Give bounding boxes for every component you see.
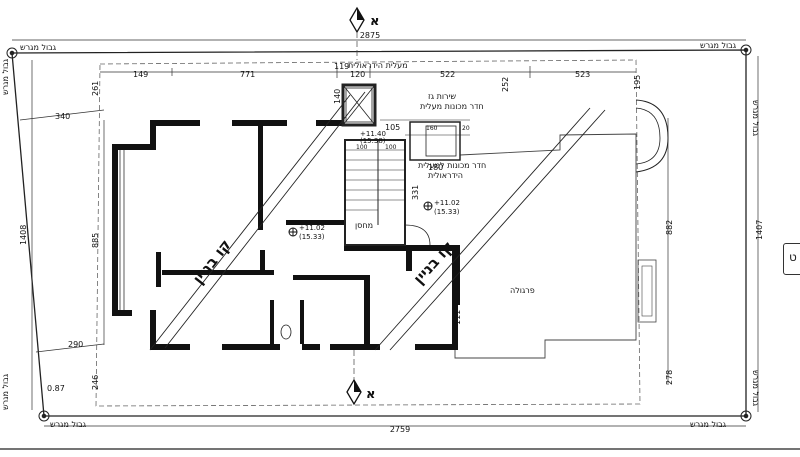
water-meter-room-label: חדר מכונות מעלית: [420, 102, 484, 111]
side-tab-label: ט: [789, 250, 797, 264]
dim-160: 160: [426, 125, 438, 132]
balcony-arc: [635, 99, 669, 173]
level-1-value: +11.02: [299, 224, 325, 232]
gas-meter-label: שירות גז: [428, 92, 456, 101]
dim-top-total: 2875: [360, 31, 380, 40]
boundary-label-bottom-right: גבול מגרש: [690, 420, 727, 429]
level-2-value: +11.02: [434, 199, 460, 207]
dim-522: 522: [440, 70, 455, 79]
boundary-label-left-lower: גבול מגרש: [1, 373, 10, 410]
level-marker-2: [423, 201, 433, 211]
window-lines: [119, 150, 125, 310]
lift-machine-room-2-label: הידראולית: [428, 171, 463, 180]
level-3-abs: (15.38): [360, 137, 386, 145]
side-tab: ט: [783, 243, 800, 275]
dim-278: 278: [665, 370, 674, 385]
building-walls: [112, 120, 460, 350]
terrace-outline: [454, 133, 637, 359]
machine-room-lift-label: חדר מכונות למעלית: [418, 161, 486, 170]
section-letter-bottom: א: [366, 387, 375, 402]
boundary-label-left: גבול מגרש: [1, 58, 10, 95]
dim-105: 105: [385, 123, 400, 132]
dim-246: 246: [91, 375, 100, 390]
boundary-label-top-left: גבול מגרש: [20, 43, 57, 52]
dim-771: 771: [240, 70, 255, 79]
dim-290: 290: [68, 340, 83, 349]
dim-1408: 1408: [19, 225, 28, 245]
dim-1407: 1407: [755, 220, 764, 240]
boundary-label-right: גבול מגרש: [751, 100, 760, 137]
dim-100a: 100: [356, 144, 368, 151]
boundary-label-right-lower: גבול מגרש: [751, 370, 760, 407]
dim-340: 340: [55, 112, 70, 121]
boundary-label-top-right: גבול מגרש: [700, 41, 737, 50]
dim-140: 140: [333, 89, 342, 104]
dim-331: 331: [411, 185, 420, 200]
no-build-line-label-1: קו בניין: [189, 236, 235, 288]
building-line: [95, 59, 641, 407]
storage-label: מחסן: [355, 221, 373, 230]
dim-120: 120: [350, 70, 365, 79]
boundary-label-bottom-left: גבול מגרש: [50, 420, 87, 429]
toilet-symbol: [280, 324, 292, 340]
stair-core: [341, 83, 470, 246]
dimension-lines: [12, 39, 759, 427]
dim-149: 149: [133, 70, 148, 79]
dim-100b: 100: [385, 144, 397, 151]
dim-180: 180: [428, 163, 443, 172]
section-letter-top: א: [370, 14, 379, 29]
boundary-corner-marks: [6, 44, 752, 422]
pergola-label: פרגולה: [510, 286, 535, 295]
dim-252: 252: [501, 77, 510, 92]
dim-261: 261: [91, 81, 100, 96]
dim-882: 882: [665, 220, 674, 235]
dim-087: 0.87: [47, 384, 65, 393]
dim-bottom-total: 2759: [390, 425, 410, 434]
dim-119: 119: [334, 62, 349, 71]
level-marker-1: [288, 227, 298, 237]
dim-523: 523: [575, 70, 590, 79]
level-3-value: +11.40: [360, 130, 386, 138]
dim-20: 20: [462, 125, 470, 132]
hydraulic-lift-label: מעלית הידראולית: [348, 61, 408, 70]
section-marker-top: [349, 6, 365, 60]
level-1-abs: (15.33): [299, 233, 325, 241]
dim-195: 195: [633, 75, 642, 90]
dim-111: 111: [453, 310, 462, 325]
section-marker-bottom: [346, 350, 362, 406]
level-2-abs: (15.33): [434, 208, 460, 216]
dim-885: 885: [91, 233, 100, 248]
diagonal-lines: [149, 91, 606, 351]
